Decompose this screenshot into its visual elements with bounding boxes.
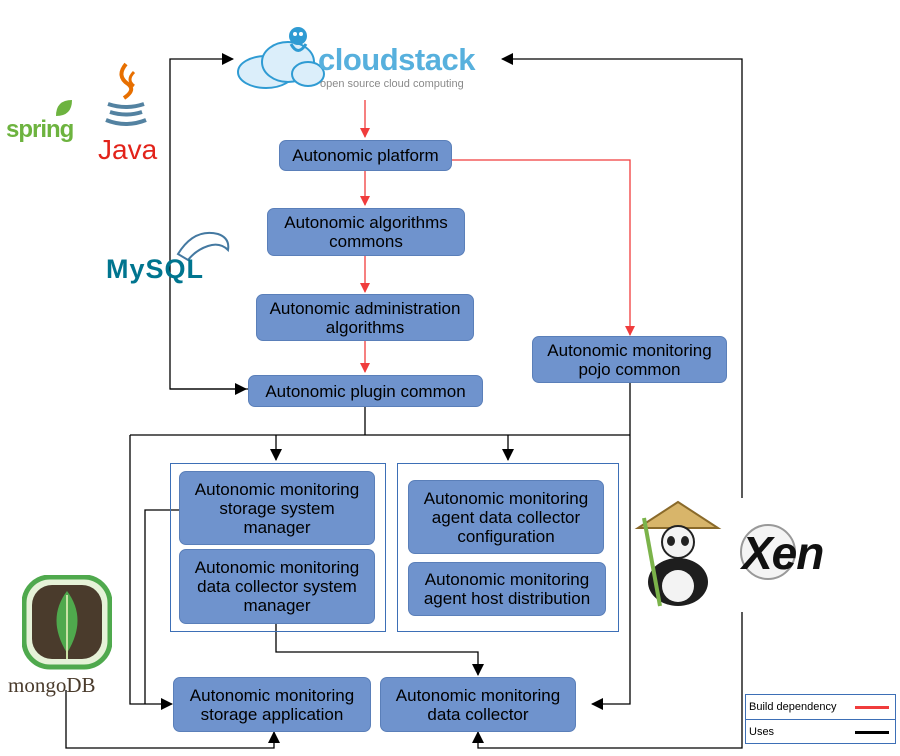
panda-mascot-icon xyxy=(634,500,722,607)
edge-bus-storage-app xyxy=(129,435,173,710)
node-plugin-common: Autonomic plugin common xyxy=(248,375,483,407)
node-label-line: Autonomic algorithms xyxy=(284,213,448,232)
node-label-line: data collector xyxy=(427,704,529,724)
node-label-line: storage application xyxy=(200,704,344,724)
legend-build-label: Build dependency xyxy=(749,701,837,713)
edge-platform-pojo xyxy=(452,159,635,336)
node-label-line: Autonomic administration xyxy=(269,298,461,318)
mysql-wordmark: MySQL xyxy=(106,254,205,284)
xen-circle-icon xyxy=(740,524,796,580)
node-label-line: Autonomic monitoring xyxy=(424,570,590,589)
dolphin-icon xyxy=(176,232,230,262)
node-agent-dc-configuration: Autonomic monitoring agent data collecto… xyxy=(408,480,604,554)
legend: Build dependency Uses xyxy=(745,694,896,744)
node-label-line: Autonomic monitoring xyxy=(547,340,712,360)
node-label-line: agent data collector xyxy=(431,507,581,527)
java-logo: Java xyxy=(94,60,160,172)
edge-pojo-datacollector xyxy=(591,435,631,710)
node-label-line: agent host distribution xyxy=(423,589,591,608)
java-wordmark: Java xyxy=(98,134,158,165)
node-dc-system-manager: Autonomic monitoring data collector syst… xyxy=(179,549,375,624)
legend-uses-label: Uses xyxy=(749,726,775,738)
legend-uses: Uses xyxy=(746,719,895,744)
node-label: Autonomic platform xyxy=(292,146,439,165)
coffee-cup-icon xyxy=(105,62,147,126)
left-module-group xyxy=(170,463,386,632)
node-label-line: manager xyxy=(243,517,311,537)
node-label-line: Autonomic monitoring xyxy=(189,685,355,705)
node-pojo-common: Autonomic monitoring pojo common xyxy=(532,336,727,383)
xen-logo: Xen xyxy=(630,498,856,612)
node-label-line: Autonomic monitoring xyxy=(194,479,360,499)
spring-logo: spring xyxy=(4,98,76,146)
legend-build-line xyxy=(855,705,889,709)
xen-wordmark: Xen xyxy=(738,518,850,588)
node-label-line: data collector system xyxy=(197,577,357,596)
edge-xen-datacollector xyxy=(472,612,743,749)
mongodb-wordmark: mongoDB xyxy=(8,673,96,697)
legend-uses-line xyxy=(855,730,889,734)
xen-text: Xen xyxy=(742,527,824,579)
node-storage-system-manager: Autonomic monitoring storage system mana… xyxy=(179,471,375,545)
mongodb-logo: mongoDB xyxy=(8,575,132,697)
right-module-group xyxy=(397,463,619,632)
node-algorithms-commons: Autonomic algorithms commons xyxy=(267,208,465,256)
node-label: Autonomic plugin common xyxy=(265,381,466,401)
cloudstack-logo: cloudstack open source cloud computing xyxy=(236,22,496,100)
node-autonomic-platform: Autonomic platform xyxy=(279,140,452,171)
node-label-line: commons xyxy=(329,232,403,251)
leaf-icon xyxy=(56,100,72,116)
node-label-line: manager xyxy=(243,596,311,615)
node-label-line: configuration xyxy=(457,526,555,546)
mongodb-leaf-icon xyxy=(22,575,112,670)
cloud-icon xyxy=(237,27,325,89)
node-agent-host-distribution: Autonomic monitoring agent host distribu… xyxy=(408,562,606,616)
spring-wordmark: spring xyxy=(6,116,74,143)
node-label-line: storage system xyxy=(219,498,335,518)
cloudstack-name: cloudstack xyxy=(318,42,475,77)
cloudstack-tagline: open source cloud computing xyxy=(320,78,464,90)
node-label-line: Autonomic monitoring xyxy=(395,685,561,705)
edge-dcsm-datacollector xyxy=(275,624,484,676)
edge-xen-cloudstack xyxy=(501,53,743,498)
legend-build-dependency: Build dependency xyxy=(746,695,895,719)
mysql-logo: MySQL xyxy=(104,224,238,288)
node-storage-application: Autonomic monitoring storage application xyxy=(173,677,371,732)
node-data-collector: Autonomic monitoring data collector xyxy=(380,677,576,732)
node-label-line: algorithms xyxy=(325,317,405,337)
edge-mongodb-storage-app xyxy=(65,690,280,749)
node-label-line: Autonomic monitoring xyxy=(423,488,589,508)
edge-ssm-storage-app xyxy=(144,509,180,704)
node-label-line: Autonomic monitoring xyxy=(194,558,360,577)
node-administration-algorithms: Autonomic administration algorithms xyxy=(256,294,474,341)
node-label-line: pojo common xyxy=(578,359,681,379)
